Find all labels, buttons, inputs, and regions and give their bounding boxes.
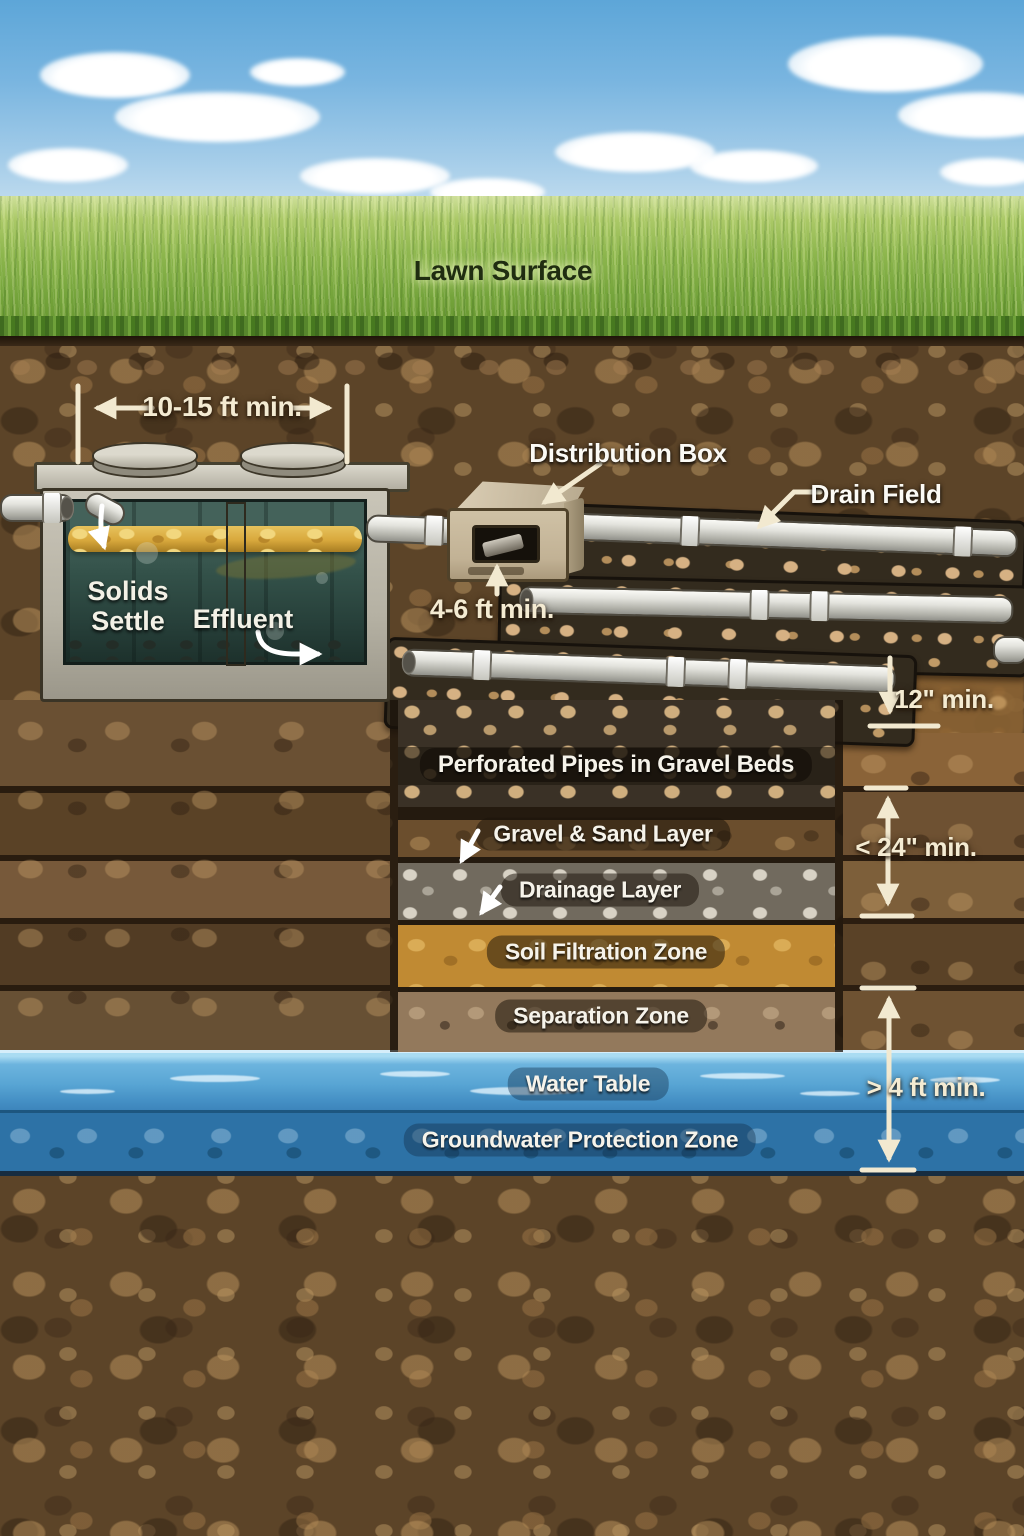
drain-pipe-3: [401, 648, 897, 694]
label-pipe-cover-depth: 12" min.: [894, 684, 994, 714]
distribution-box: [447, 508, 569, 582]
label-soil-filtration: Soil Filtration Zone: [486, 935, 726, 969]
label-gravel-sand: Gravel & Sand Layer: [475, 817, 731, 851]
cloud: [40, 52, 190, 98]
label-water-table-separation: > 4 ft min.: [866, 1072, 986, 1102]
layer-column: Perforated Pipes in Gravel Beds Gravel &…: [390, 700, 843, 1052]
distribution-box-opening: [472, 525, 540, 563]
cloud: [690, 150, 818, 182]
scum-layer: [68, 526, 362, 552]
topsoil-line: [0, 336, 1024, 346]
label-water-table: Water Table: [507, 1067, 669, 1101]
label-solids-settle: Solids Settle: [87, 576, 169, 637]
label-groundwater: Groundwater Protection Zone: [403, 1123, 757, 1157]
cloud: [8, 148, 128, 182]
cloud: [555, 132, 715, 172]
cloud: [940, 158, 1024, 186]
label-separation: Separation Zone: [495, 999, 707, 1033]
inlet-pipe: [0, 493, 74, 523]
cloud: [898, 92, 1024, 138]
soil-strata-right: [843, 733, 1024, 1052]
label-unsaturated-depth: < 24" min.: [855, 832, 977, 862]
cloud: [250, 58, 345, 86]
cloud: [300, 158, 450, 194]
label-distribution-box: Distribution Box: [529, 438, 727, 468]
label-drain-field: Drain Field: [810, 479, 942, 509]
sludge-layer: [68, 640, 362, 660]
label-distribution-box-depth: 4-6 ft min.: [429, 594, 555, 624]
septic-tank-lid-right: [240, 442, 346, 478]
drain-pipe-stub: [993, 636, 1024, 664]
tank-baffle: [226, 502, 246, 666]
label-drainage: Drainage Layer: [501, 873, 699, 907]
septic-tank-lid-left: [92, 442, 198, 478]
topsoil-band: [0, 346, 1024, 402]
label-effluent: Effluent: [192, 604, 294, 634]
drain-pipe-1: [565, 512, 1019, 558]
cloud: [788, 36, 983, 92]
layer-drainage: [398, 863, 835, 920]
lawn-grass: [0, 196, 1024, 326]
groundwater-band: [0, 1110, 1024, 1176]
label-lawn-surface: Lawn Surface: [413, 255, 593, 286]
drain-pipe-2: [519, 585, 1014, 625]
label-tank-spacing: 10-15 ft min.: [142, 391, 302, 422]
label-perforated-pipes: Perforated Pipes in Gravel Beds: [419, 748, 813, 782]
cloud: [115, 92, 320, 142]
soil-strata-left: [0, 700, 390, 1052]
